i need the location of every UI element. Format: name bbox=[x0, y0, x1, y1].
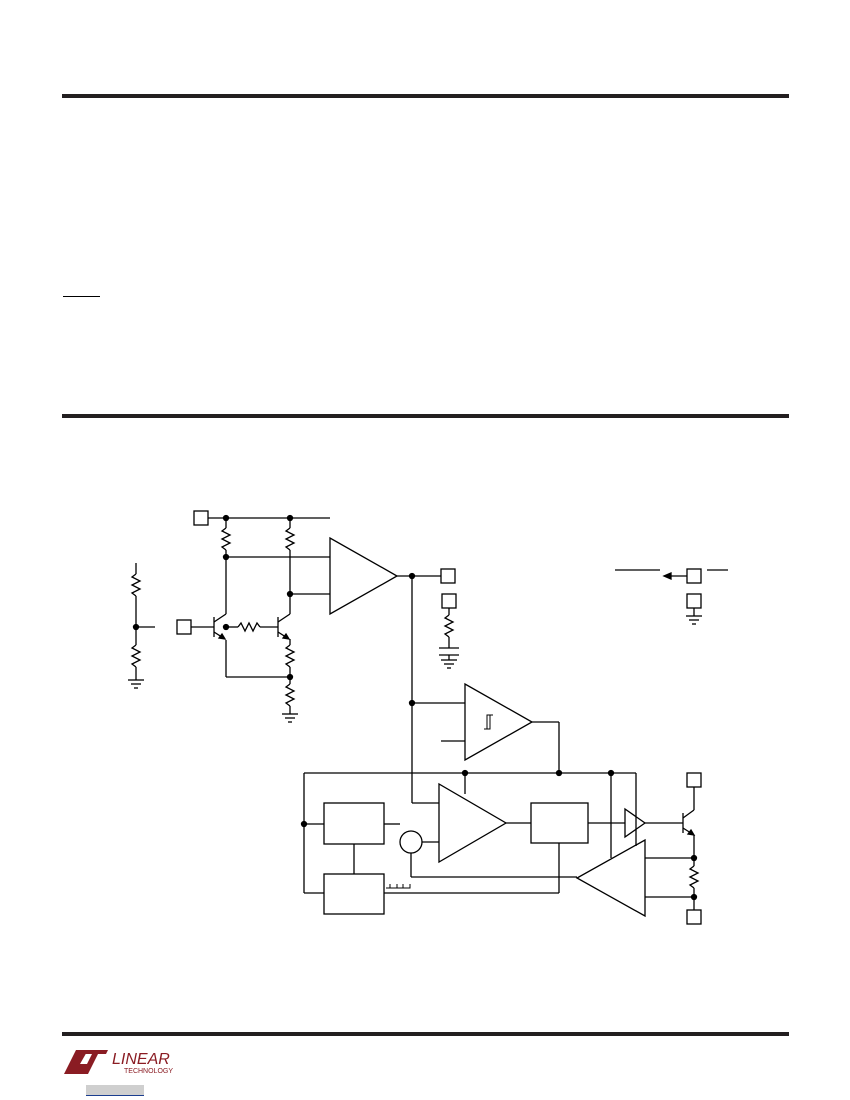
block-icon bbox=[530, 802, 589, 844]
page-number-tab bbox=[86, 1085, 144, 1096]
pin-gnd bbox=[686, 593, 702, 609]
clock-pulses-icon bbox=[386, 884, 411, 889]
ground-icon bbox=[282, 713, 298, 723]
ground-icon bbox=[686, 615, 702, 625]
pin-top-left bbox=[193, 510, 209, 526]
pin-input bbox=[176, 619, 192, 635]
pin-cap bbox=[441, 593, 457, 609]
footer-rule bbox=[62, 1032, 789, 1036]
pin-vin bbox=[686, 772, 702, 788]
resistor-icon bbox=[443, 608, 455, 648]
arrow-icon bbox=[662, 572, 672, 580]
resistor-icon bbox=[688, 865, 700, 910]
pin-vout bbox=[686, 909, 702, 925]
junction-dot bbox=[690, 854, 698, 862]
resistor-icon bbox=[237, 621, 278, 633]
junction-dot bbox=[222, 623, 230, 631]
junction-dot bbox=[555, 769, 563, 777]
resistor-icon bbox=[284, 683, 296, 714]
schmitt-trigger-icon bbox=[464, 682, 534, 762]
op-amp-icon bbox=[438, 782, 508, 864]
npn-transistor-icon bbox=[682, 787, 696, 836]
svg-text:LINEAR: LINEAR bbox=[112, 1051, 170, 1068]
junction-dot bbox=[690, 893, 698, 901]
top-rule bbox=[62, 94, 789, 98]
svg-text:TECHNOLOGY: TECHNOLOGY bbox=[124, 1068, 173, 1075]
overbar-fragment bbox=[63, 296, 100, 297]
hysteresis-symbol bbox=[484, 714, 493, 730]
buffer-icon bbox=[624, 807, 647, 839]
npn-transistor-icon bbox=[277, 594, 291, 640]
op-amp-icon bbox=[575, 838, 646, 918]
linear-technology-logo: LINEAR TECHNOLOGY bbox=[64, 1050, 173, 1075]
pin-flag bbox=[686, 568, 702, 584]
resistor-icon bbox=[130, 563, 142, 645]
summing-node-icon bbox=[399, 830, 423, 854]
pin-output bbox=[440, 568, 456, 584]
block-icon bbox=[323, 873, 385, 915]
resistor-icon bbox=[130, 644, 142, 680]
resistor-icon bbox=[220, 518, 232, 558]
block-icon bbox=[323, 802, 385, 845]
op-amp-icon bbox=[329, 536, 399, 616]
ground-icon bbox=[441, 659, 457, 669]
capacitor-icon bbox=[439, 647, 459, 660]
section-rule bbox=[62, 414, 789, 418]
npn-transistor-icon bbox=[213, 557, 227, 640]
junction-dot bbox=[286, 673, 294, 681]
ground-icon bbox=[128, 679, 144, 689]
